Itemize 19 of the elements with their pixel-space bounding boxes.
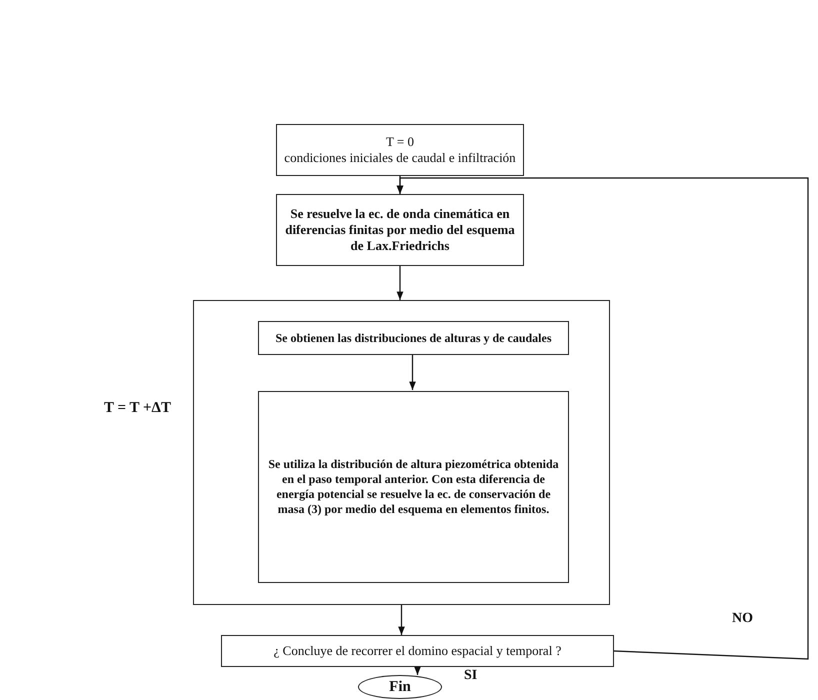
arrow bbox=[396, 266, 404, 300]
process-box bbox=[258, 321, 569, 355]
box-text: Se obtienen las distribuciones de alturas y de caudales bbox=[274, 330, 553, 346]
process-box bbox=[276, 124, 524, 176]
loop-label: T = T +ΔT bbox=[104, 400, 171, 417]
arrow bbox=[414, 666, 421, 675]
box-text: condiciones iniciales de caudal e infiltración bbox=[283, 150, 517, 166]
group-box bbox=[193, 300, 610, 605]
decision-box bbox=[221, 635, 614, 667]
box-heading: T = 0 bbox=[384, 134, 416, 150]
process-box bbox=[258, 391, 569, 583]
arrow bbox=[396, 177, 809, 660]
process-box bbox=[276, 194, 524, 266]
box-text: Se resuelve la ec. de onda cinemática en diferencias finitas por medio del esquema de Lax.Friedrichs bbox=[284, 206, 516, 254]
arrow bbox=[398, 605, 405, 635]
box-text: Fin bbox=[388, 678, 412, 696]
arrow bbox=[409, 354, 416, 390]
box-text: ¿ Concluye de recorrer el domino espacial y temporal ? bbox=[272, 642, 562, 660]
box-text: Se utiliza la distribución de altura piezométrica obtenida en el paso temporal anterior. Con esta diferencia de energía potencial se resuelve la ec. de conservación de masa (3) por medio del esquema en elementos finitos. bbox=[267, 457, 560, 517]
